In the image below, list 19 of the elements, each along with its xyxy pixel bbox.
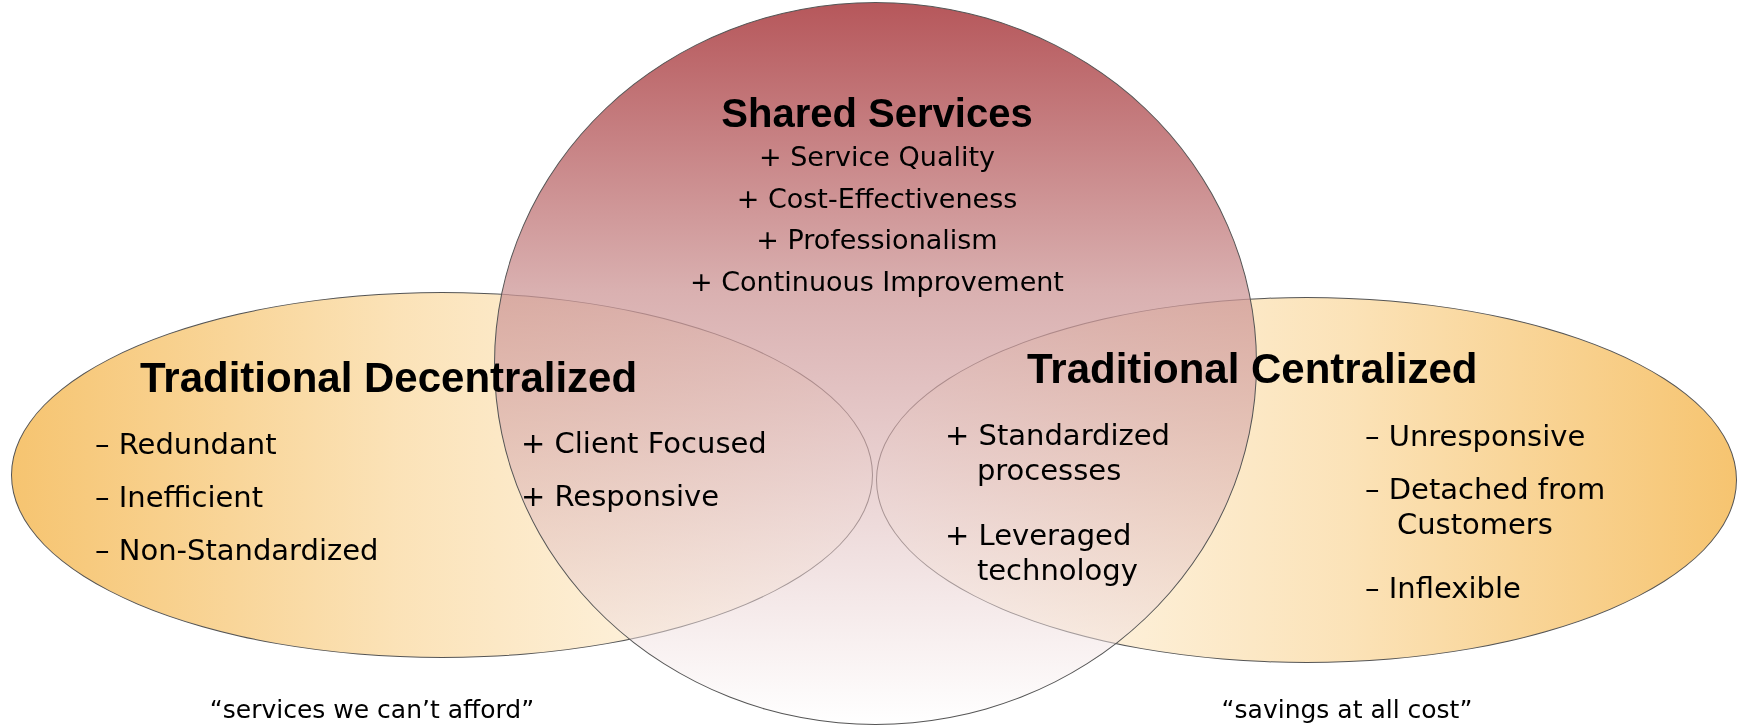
list-item: + Cost-Effectiveness: [736, 183, 1018, 216]
list-item: + Continuous Improvement: [690, 266, 1064, 299]
caption-quote: “savings at all cost”: [1221, 695, 1473, 725]
list-item: – Inefficient: [95, 480, 264, 515]
list-item: – Redundant: [95, 427, 277, 462]
list-item: – Unresponsive: [1365, 419, 1586, 454]
list-item: + Leveraged technology: [945, 518, 1139, 588]
list-item: – Inflexible: [1365, 571, 1521, 606]
list-item: + Service Quality: [758, 141, 996, 174]
venn-heading: Shared Services: [721, 90, 1033, 137]
caption-quote: “services we can’t afford”: [209, 695, 535, 725]
venn-heading: Traditional Decentralized: [140, 353, 638, 403]
list-item: + Responsive: [521, 479, 719, 514]
list-item: – Detached from Customers: [1365, 472, 1607, 542]
list-item: + Client Focused: [521, 426, 767, 461]
venn-heading: Traditional Centralized: [1027, 344, 1478, 394]
list-item: + Standardized processes: [945, 418, 1171, 488]
list-item: – Non-Standardized: [95, 533, 379, 568]
list-item: + Professionalism: [756, 224, 998, 257]
